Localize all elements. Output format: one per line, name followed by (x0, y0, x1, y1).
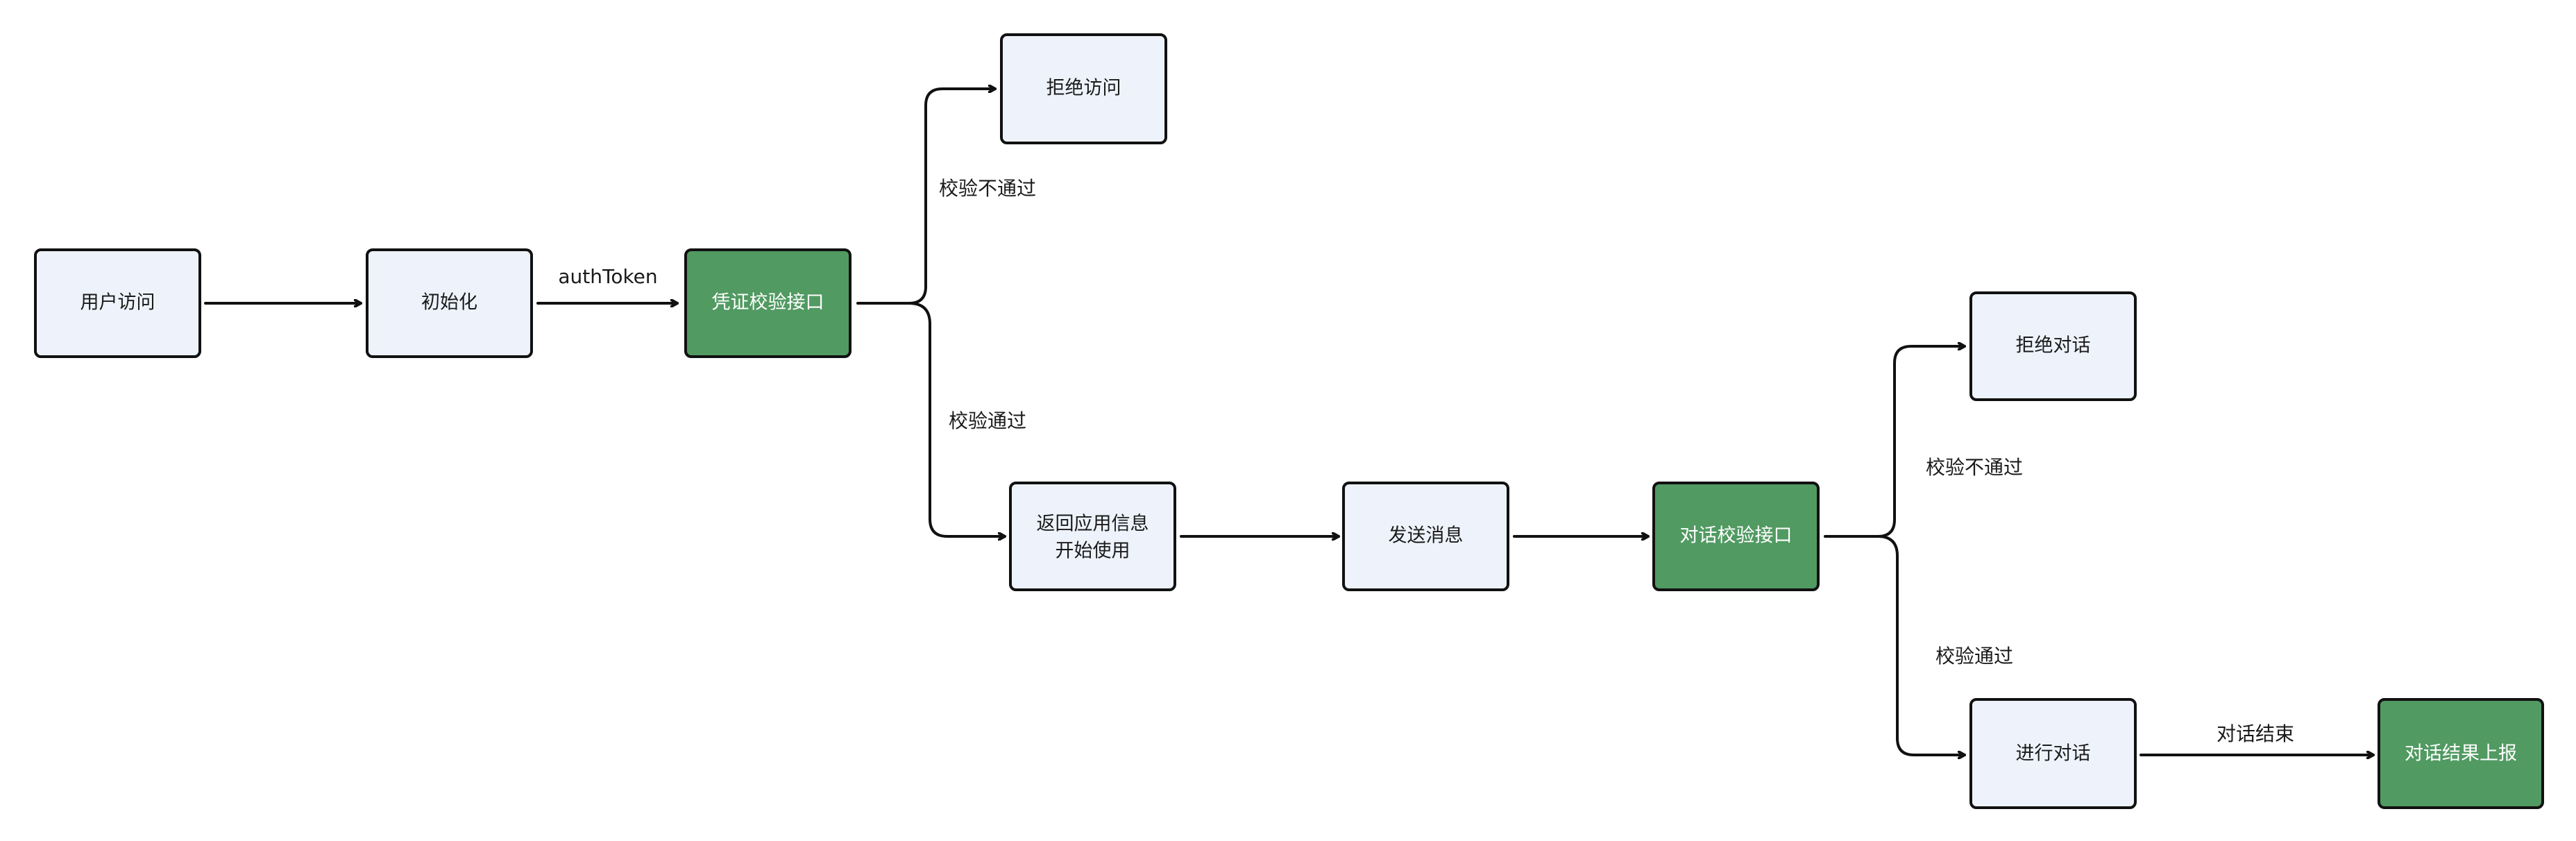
node-deny-dialog[interactable]: 拒绝对话 (1969, 291, 2137, 401)
node-user-visit[interactable]: 用户访问 (34, 248, 201, 358)
node-return-app-info[interactable]: 返回应用信息 开始使用 (1009, 482, 1176, 591)
edge-label-check-fail: 校验不通过 (939, 177, 1036, 200)
edge-dialog-pass (1876, 535, 1966, 755)
edge-label-dialog-pass: 校验通过 (1935, 645, 2013, 668)
node-label: 拒绝访问 (1046, 78, 1121, 99)
node-label-line1: 返回应用信息 (1037, 513, 1149, 535)
edge-label-dialog-fail: 校验不通过 (1926, 456, 2023, 479)
edge-check-pass (908, 302, 1006, 536)
node-label: 凭证校验接口 (712, 292, 824, 314)
edge-check-fail (856, 89, 997, 305)
node-label: 对话结果上报 (2405, 743, 2517, 765)
node-label: 用户访问 (80, 292, 155, 314)
node-label: 对话校验接口 (1680, 525, 1793, 547)
node-in-dialog[interactable]: 进行对话 (1969, 698, 2137, 809)
edge-label-check-pass: 校验通过 (949, 409, 1026, 432)
node-label-line2: 开始使用 (1056, 541, 1130, 562)
edge-label-dialog-end: 对话结束 (2217, 722, 2294, 745)
node-init[interactable]: 初始化 (366, 248, 533, 358)
node-deny-access[interactable]: 拒绝访问 (1000, 33, 1167, 144)
node-dialog-check[interactable]: 对话校验接口 (1652, 482, 1820, 591)
node-credential-check[interactable]: 凭证校验接口 (684, 248, 851, 358)
node-label: 进行对话 (2016, 743, 2091, 765)
node-label: 拒绝对话 (2016, 335, 2091, 357)
node-label: 发送消息 (1389, 525, 1464, 547)
edge-label-authtoken: authToken (558, 265, 657, 288)
edge-dialog-fail (1824, 346, 1966, 538)
node-send-message[interactable]: 发送消息 (1342, 482, 1509, 591)
node-label: 初始化 (421, 292, 477, 314)
node-report-result[interactable]: 对话结果上报 (2378, 698, 2544, 809)
